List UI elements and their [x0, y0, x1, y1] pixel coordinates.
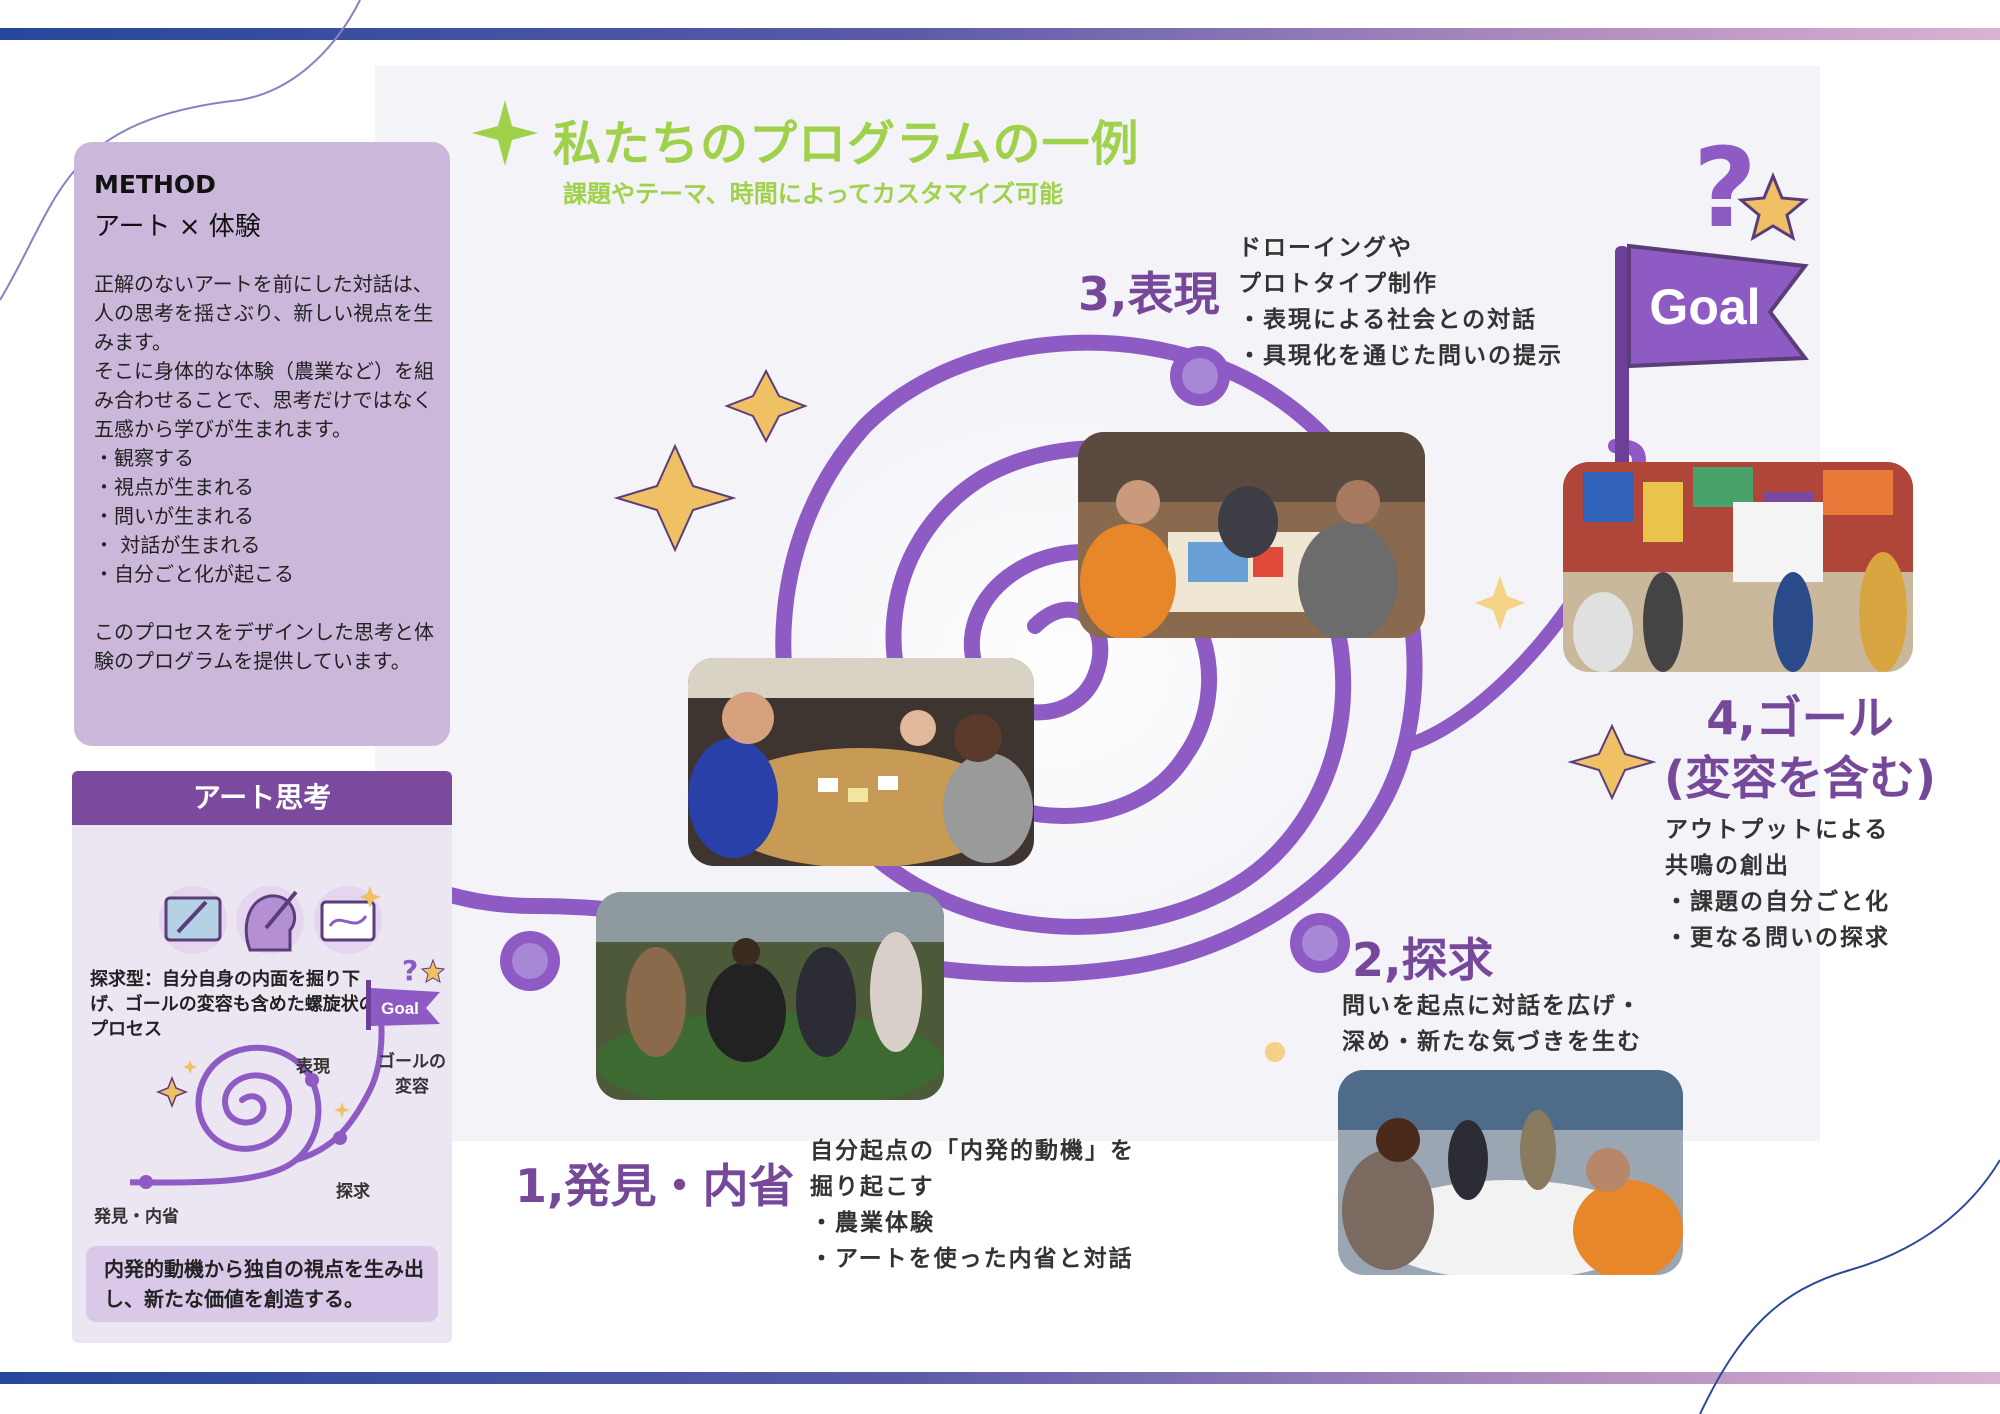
art-icons — [159, 886, 382, 954]
page-title: 私たちのプログラムの一例 — [553, 116, 1140, 172]
method-body: 正解のないアートを前にした対話は、人の思考を揺さぶり、新しい視点を生みます。 そ… — [94, 272, 434, 673]
mini-label-goal: ゴールの 変容 — [378, 1052, 446, 1097]
step-2-title: 2,探求 — [1352, 933, 1494, 987]
photo-explore-discussion — [1338, 1070, 1683, 1275]
photo-drawing-workshop — [1078, 432, 1425, 638]
step-4-desc: アウトプットによる 共鳴の創出 ・課題の自分ごと化 ・更なる問いの探求 — [1665, 817, 1890, 951]
mini-goal-flag-text: Goal — [381, 999, 419, 1018]
mini-label-discover: 発見・内省 — [94, 1207, 179, 1227]
step-1-desc: 自分起点の「内発的動機」を 掘り起こす ・農業体験 ・アートを使った内省と対話 — [810, 1138, 1135, 1272]
top-gradient-bar — [0, 28, 2000, 40]
art-thinking-description: 探求型：自分自身の内面を掘り下げ、ゴールの変容も含めた螺旋状のプロセス — [90, 969, 377, 1040]
title-star-icon — [472, 100, 538, 166]
mini-label-explore: 探求 — [336, 1182, 370, 1202]
svg-text:?: ? — [1693, 124, 1757, 252]
method-subtitle: アート × 体験 — [94, 212, 261, 242]
art-thinking-summary: 内発的動機から独自の視点を生み出し、新たな価値を創造する。 — [104, 1257, 424, 1311]
step-3-desc: ドローイングや プロトタイプ制作 ・表現による社会との対話 ・具現化を通じた問い… — [1238, 235, 1563, 369]
step-4-title: 4,ゴール (変容を含む) — [1664, 691, 1937, 805]
art-thinking-summary-box — [86, 1246, 438, 1322]
step-1-title: 1,発見・内省 — [515, 1159, 795, 1213]
method-card — [74, 142, 450, 746]
canvas-icon — [164, 896, 222, 942]
bottom-gradient-bar — [0, 1372, 2000, 1384]
step-2-desc: 問いを起点に対話を広げ・ 深め・新たな気づきを生む — [1342, 993, 1642, 1055]
method-title: METHOD — [94, 170, 216, 199]
photo-goal-presentation — [1563, 462, 1913, 672]
mini-label-express: 表現 — [296, 1057, 330, 1077]
step-3-title: 3,表現 — [1078, 267, 1220, 321]
photo-farming-experience — [596, 892, 944, 1100]
mini-spiral-diagram: Goal ? — [130, 954, 446, 1189]
svg-text:?: ? — [402, 954, 418, 987]
photo-card-dialogue — [688, 658, 1034, 866]
goal-flag-text: Goal — [1649, 279, 1760, 335]
page-subtitle: 課題やテーマ、時間によってカスタマイズ可能 — [563, 180, 1064, 208]
art-thinking-header: アート思考 — [72, 771, 452, 825]
